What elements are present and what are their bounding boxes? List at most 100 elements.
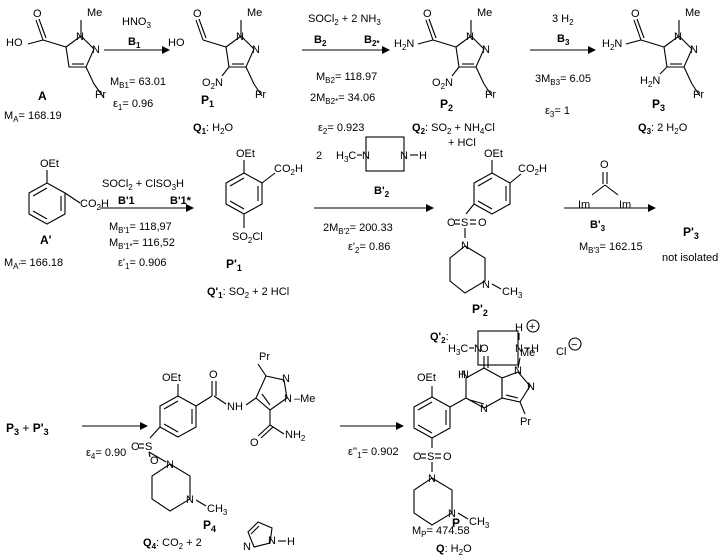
byproduct-Q3: Q3: 2 H2O: [638, 122, 688, 136]
byproduct-Q4: Q4: CO2 + 2: [143, 537, 202, 551]
atom-H: H: [515, 322, 523, 334]
atom-N: N: [527, 381, 535, 393]
group-CH3: CH3: [502, 286, 523, 300]
byproduct-Q1: Q1: H2O: [193, 122, 234, 136]
atom-N: N: [92, 44, 100, 56]
atom-O: O: [33, 8, 42, 20]
label-P: P: [452, 516, 460, 530]
group-SO2Cl: SO2Cl: [232, 231, 263, 245]
group-NH: NH: [227, 401, 243, 413]
group-CO2H: CO2H: [518, 163, 547, 177]
atom-Pr: Pr: [520, 416, 531, 428]
group-H2N: H2N: [602, 38, 622, 52]
group-H3C: H3C: [336, 150, 356, 164]
label-P3: P3: [652, 97, 665, 113]
atom-N: N: [461, 240, 469, 252]
svg-text:+ HCl: + HCl: [448, 137, 476, 149]
atom-O: O: [209, 369, 218, 381]
compound-P3-prime: P'3 not isolated: [662, 225, 718, 264]
svg-text:B2: B2: [314, 34, 327, 48]
atom-N: N: [466, 31, 474, 43]
svg-text:3MB3= 6.05: 3MB3= 6.05: [535, 73, 591, 87]
atom-O: O: [478, 217, 487, 229]
reactants-P3-P3-prime: P3 + P'3: [6, 421, 49, 437]
svg-text:2: 2: [316, 150, 322, 162]
atom-Pr: Pr: [693, 89, 704, 101]
svg-text:MB'1= 118,97: MB'1= 118,97: [109, 221, 172, 235]
atom-N: N: [482, 279, 490, 291]
atom-N: N: [461, 369, 469, 381]
svg-text:SOCl2 + ClSO3H: SOCl2 + ClSO3H: [102, 178, 184, 192]
group-NH2: NH2: [285, 429, 306, 443]
atom-N: N: [674, 31, 682, 43]
svg-text:MB2= 118.97: MB2= 118.97: [316, 71, 377, 85]
compound-P2: H2N O N N Me O2N Pr P2 Q2: SO2 + NH4Cl +…: [394, 7, 496, 149]
step-P1-prime-to-P2-prime: 2 H3C N N H B'2 2MB'2= 200.33 ε'2= 0.86: [314, 136, 434, 255]
atom-O: O: [480, 343, 489, 355]
svg-text:B2*: B2*: [364, 34, 380, 48]
atom-H: H: [531, 343, 539, 355]
atom-N: N: [514, 365, 522, 377]
atom-N: N: [284, 393, 292, 405]
compound-P: OEt H O N N N N Me Pr S O O N: [412, 343, 535, 556]
byproduct-Q2: Q2: SO2 + NH4Cl: [412, 122, 495, 136]
atom-N: N: [362, 150, 370, 162]
group-H2N: H2N: [394, 38, 414, 52]
group-NO2: O2N: [202, 77, 223, 91]
atom-N: N: [515, 343, 523, 355]
group-H3C: H3C: [448, 343, 468, 357]
svg-text:HNO3: HNO3: [122, 16, 151, 30]
group-Im: Im: [578, 199, 590, 211]
group-CH3: CH3: [469, 516, 490, 530]
svg-text:2MB2*= 34.06: 2MB2*= 34.06: [310, 92, 375, 106]
atom-O: O: [250, 437, 259, 449]
compound-A: HO O N N Me Pr A MA= 168.19: [4, 7, 106, 124]
atom-N: N: [236, 31, 244, 43]
atom-N: N: [243, 541, 251, 553]
atom-N: N: [474, 343, 482, 355]
svg-text:MB'3= 162.15: MB'3= 162.15: [579, 241, 643, 255]
byproduct-Q1-prime: Q'1: SO2 + 2 HCl: [207, 286, 289, 300]
svg-text:SOCl2 + 2 NH3: SOCl2 + 2 NH3: [308, 13, 381, 27]
group-CO2H: CO2H: [80, 198, 109, 212]
atom-N: N: [282, 373, 290, 385]
svg-text:B3: B3: [557, 33, 570, 47]
step-to-P4: ε4= 0.90: [82, 422, 148, 461]
label-A: A: [38, 89, 47, 103]
atom-O: O: [443, 451, 452, 463]
svg-text:MB'1*= 116,52: MB'1*= 116,52: [109, 237, 175, 251]
step-P4-to-P: ε''1= 0.902: [340, 422, 404, 460]
group-OEt: OEt: [40, 158, 59, 170]
label-P1-prime: P'1: [226, 257, 242, 273]
compound-P1: HO O N N Me O2N Pr P1 Q1: H2O: [168, 7, 266, 136]
mass-A-prime: MA'= 166.18: [4, 257, 63, 271]
svg-text:B'1*: B'1*: [170, 195, 192, 207]
group-CO2H: CO2H: [274, 163, 303, 177]
compound-P3: H2N O N N Me H2N Pr P3 Q3: 2 H2O: [602, 7, 704, 136]
svg-text:MB1= 63.01: MB1= 63.01: [110, 76, 166, 90]
mass-P: MP= 474.58: [412, 525, 470, 539]
atom-Me: –Me: [294, 393, 315, 405]
step-A-to-P1: HNO3 B1 MB1= 63.01 ε1= 0.96: [104, 16, 170, 112]
atom-Me: Me: [520, 347, 535, 359]
svg-text:ε'1= 0.906: ε'1= 0.906: [118, 257, 166, 271]
byproduct-Q: Q: H2O: [436, 543, 472, 556]
atom-N: N: [268, 535, 276, 547]
atom-O: O: [413, 451, 422, 463]
mass-A: MA= 168.19: [4, 110, 62, 124]
atom-Cl: Cl: [556, 346, 566, 358]
label-P1: P1: [201, 93, 214, 109]
group-OEt: OEt: [417, 372, 436, 384]
svg-text:P3 + P'3: P3 + P'3: [6, 421, 49, 437]
svg-text:ε3= 1: ε3= 1: [545, 105, 570, 119]
atom-Pr: Pr: [259, 351, 270, 363]
atom-O: O: [193, 8, 202, 20]
atom-O: O: [631, 8, 640, 20]
svg-text:B'3: B'3: [590, 219, 606, 233]
group-Im: Im: [619, 199, 631, 211]
atom-N: N: [400, 150, 408, 162]
atom-O: O: [131, 441, 140, 453]
atom-H: H: [287, 536, 295, 548]
byproduct-Q2-prime: Q'2:: [430, 331, 449, 345]
